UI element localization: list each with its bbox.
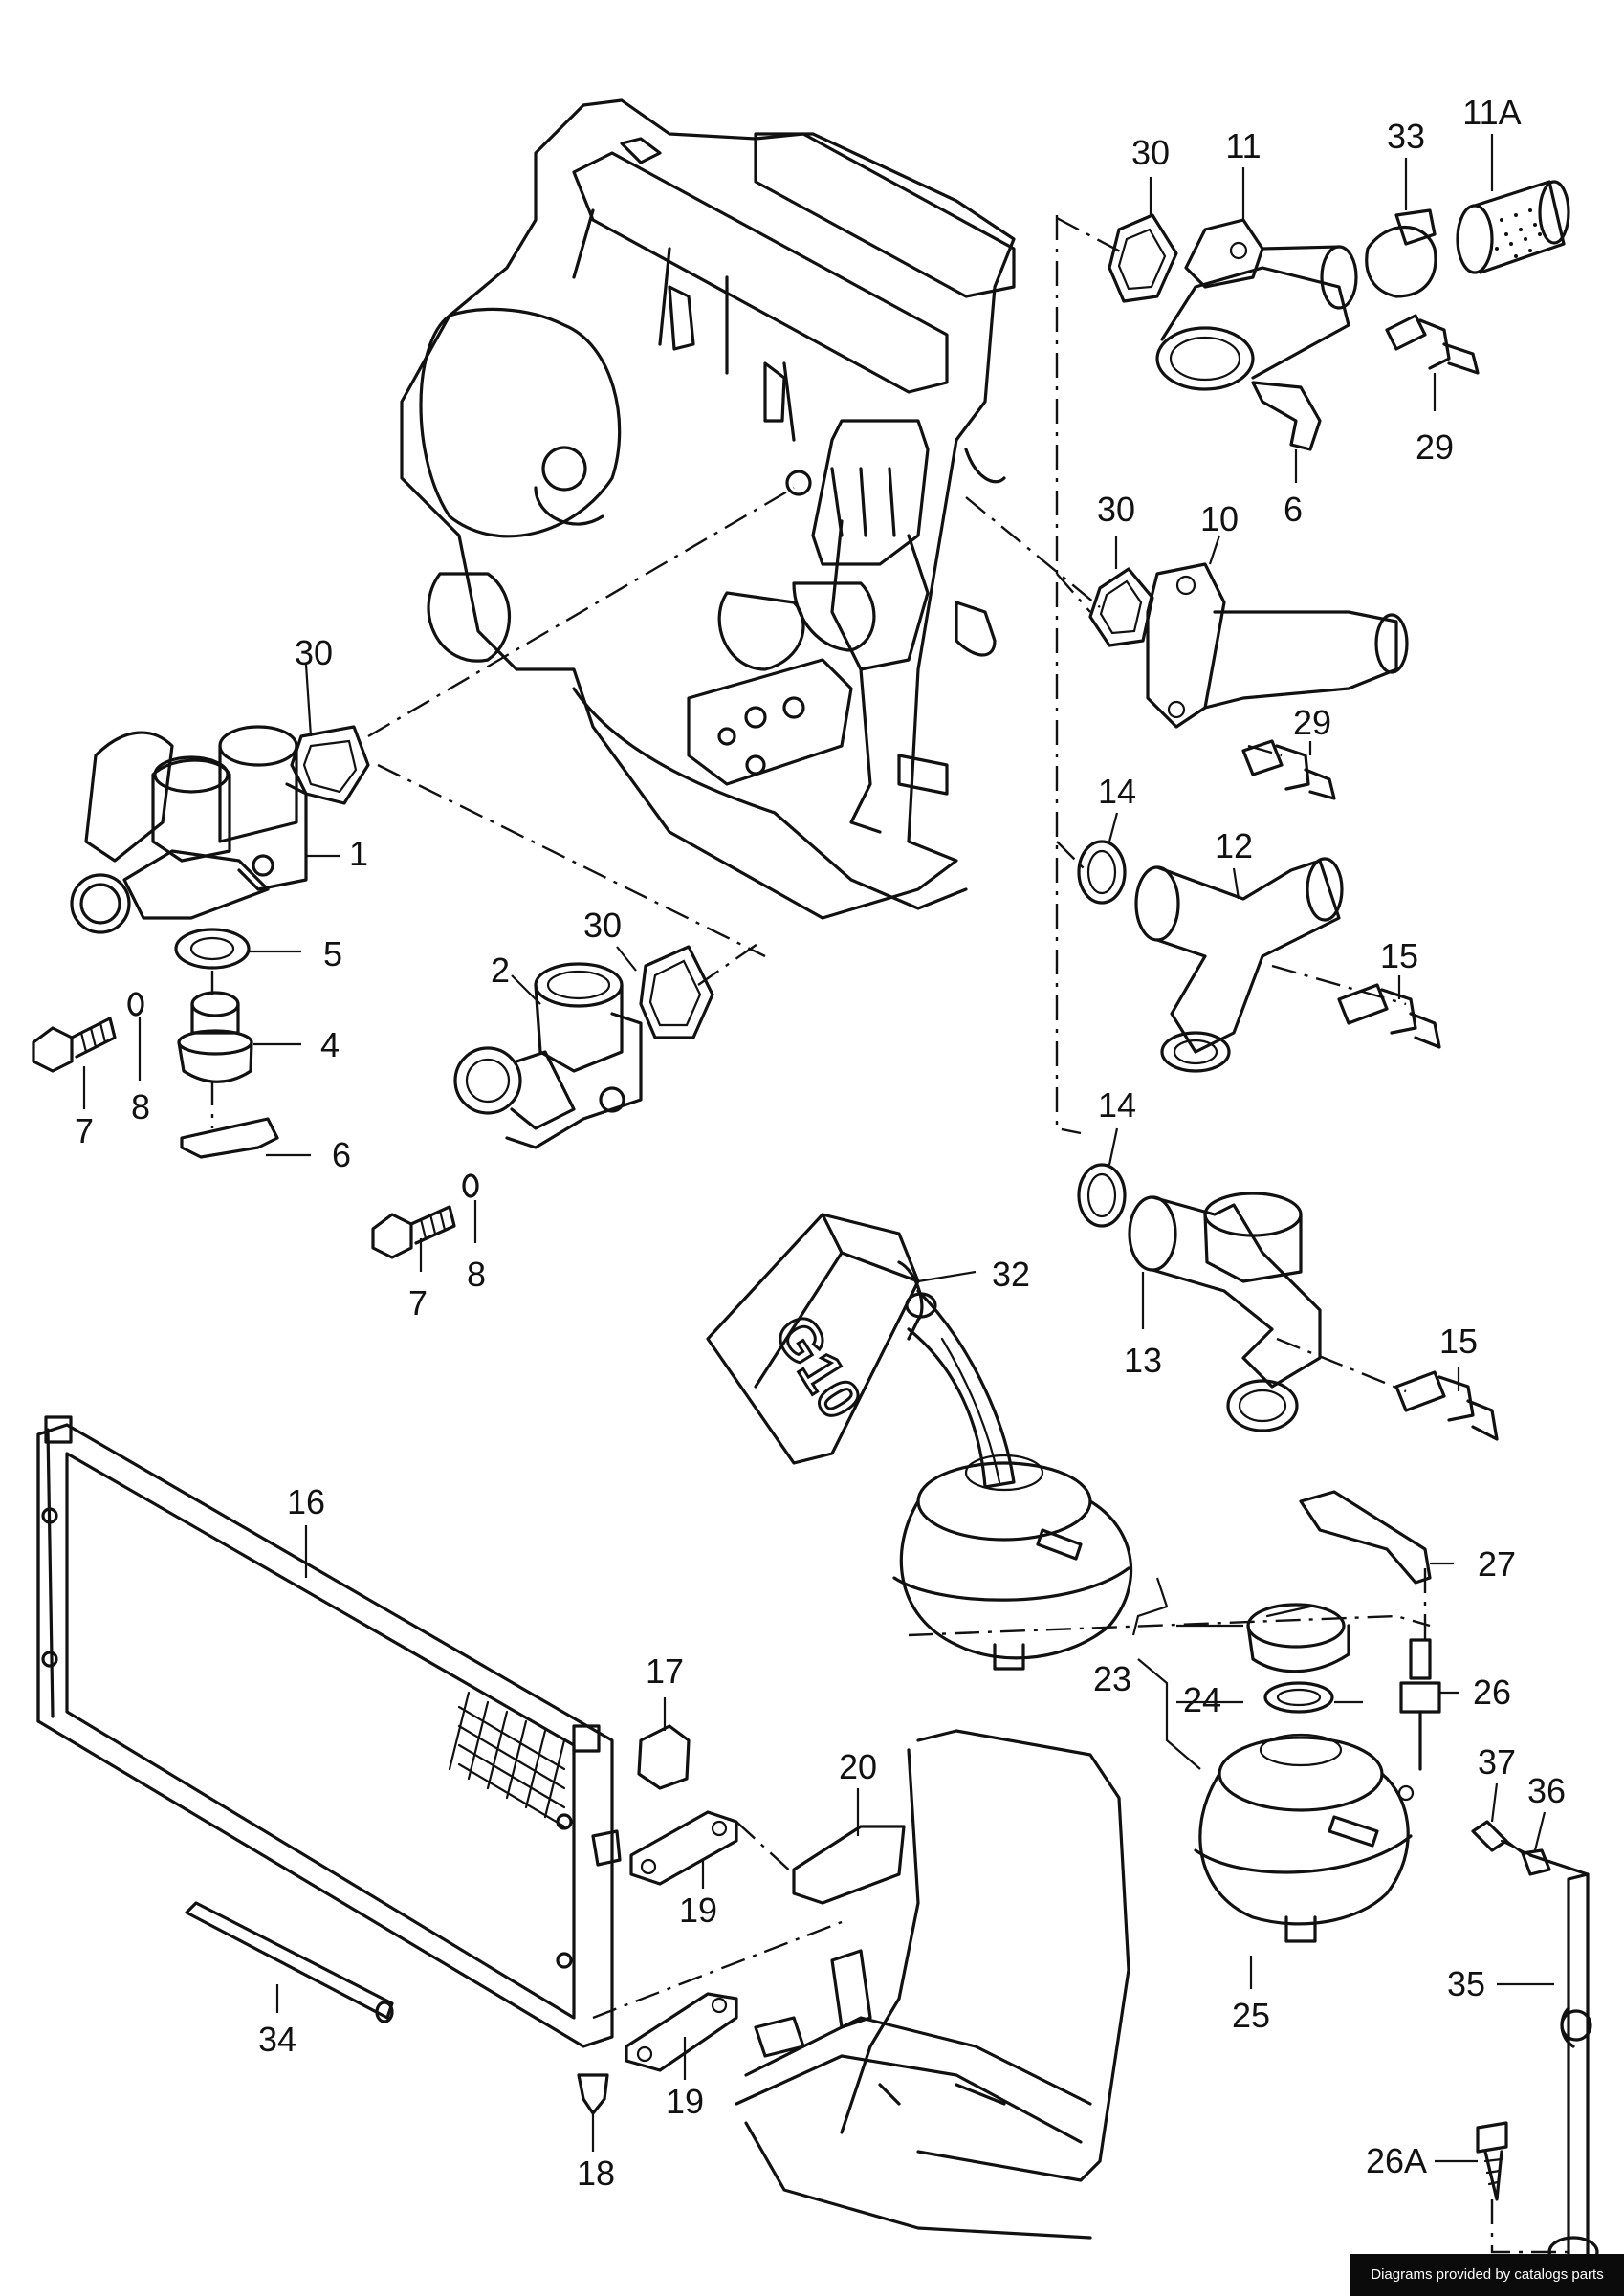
hose-clamp-part-33 <box>1365 208 1437 298</box>
gasket-30d <box>1088 567 1154 647</box>
bolt-part-7b <box>371 1205 456 1259</box>
label-34: 34 <box>258 2020 296 2059</box>
expansion-tank-upper <box>892 1454 1133 1671</box>
label-26A: 26A <box>1366 2141 1427 2180</box>
label-4: 4 <box>320 1025 340 1064</box>
bracket-part-20 <box>792 1825 906 1905</box>
coolant-flange-part-1 <box>70 725 308 934</box>
screw-part-26A <box>1476 2121 1508 2201</box>
label-19: 19 <box>666 2082 704 2121</box>
label-33: 33 <box>1387 117 1425 156</box>
label-29: 29 <box>1416 427 1454 467</box>
label-8: 8 <box>467 1255 486 1294</box>
label-15: 15 <box>1439 1322 1478 1361</box>
grommet-part-18 <box>577 2073 609 2115</box>
label-23: 23 <box>1093 1659 1131 1698</box>
plug-part-26 <box>1399 1638 1441 1771</box>
stud-part-15b <box>1394 1370 1499 1441</box>
label-6: 6 <box>332 1135 351 1174</box>
label-2: 2 <box>491 951 510 990</box>
label-18: 18 <box>577 2154 615 2193</box>
label-27: 27 <box>1478 1544 1516 1584</box>
o-ring-part-8a <box>127 992 144 1017</box>
body-frame <box>735 1729 1130 2240</box>
gasket-part-14b <box>1077 1163 1127 1228</box>
label-11: 11 <box>1225 126 1261 165</box>
coolant-canister-part-32 <box>706 1213 1016 1489</box>
gasket-part-5 <box>174 928 251 970</box>
label-16: 16 <box>287 1482 325 1521</box>
gasket-30c <box>1108 213 1178 303</box>
engine-block <box>400 98 1016 920</box>
sleeve-part-11A <box>1456 180 1570 274</box>
stud-part-29a <box>1385 314 1480 375</box>
label-30: 30 <box>295 633 333 672</box>
label-15: 15 <box>1380 936 1418 975</box>
label-25: 25 <box>1232 1996 1270 2035</box>
label-11A: 11A <box>1462 93 1521 132</box>
gasket-part-14a <box>1077 840 1127 905</box>
label-7: 7 <box>408 1283 428 1323</box>
label-6: 6 <box>1284 490 1303 529</box>
o-ring-part-8b <box>462 1173 479 1198</box>
gasket-part-24 <box>1263 1681 1334 1714</box>
stud-part-15a <box>1337 983 1441 1049</box>
radiator-part-16 <box>36 1415 614 2048</box>
clip-part-6b <box>1251 381 1322 451</box>
label-32: 32 <box>992 1255 1030 1294</box>
label-19: 19 <box>679 1891 717 1930</box>
stud-part-29b <box>1241 739 1336 800</box>
label-10: 10 <box>1200 499 1239 538</box>
label-30: 30 <box>1097 490 1135 529</box>
gasket-30a <box>290 725 370 805</box>
label-36: 36 <box>1527 1771 1566 1810</box>
mount-part-17 <box>637 1724 691 1790</box>
label-20: 20 <box>839 1747 877 1786</box>
label-13: 13 <box>1124 1341 1162 1380</box>
gasket-30b <box>639 945 714 1039</box>
part-labels: 30 1 5 4 6 7 8 2 30 7 8 30 11 33 11A 29 … <box>75 93 1566 2193</box>
coolant-flange-part-10 <box>1146 562 1409 729</box>
guide-lines <box>210 215 1569 2254</box>
label-29: 29 <box>1293 703 1331 742</box>
label-14: 14 <box>1098 1085 1136 1125</box>
credit-banner: Diagrams provided by catalogs parts <box>1350 2254 1624 2296</box>
bracket-part-27 <box>1299 1490 1432 1585</box>
coolant-flange-part-11 <box>1155 218 1358 391</box>
label-30: 30 <box>583 906 622 945</box>
label-37: 37 <box>1478 1742 1516 1782</box>
label-12: 12 <box>1215 826 1253 865</box>
expansion-tank-part-25 <box>1194 1733 1415 1943</box>
label-24: 24 <box>1183 1680 1221 1719</box>
nut-part-36 <box>1521 1848 1551 1876</box>
label-8: 8 <box>131 1087 150 1126</box>
label-14: 14 <box>1098 772 1136 811</box>
label-5: 5 <box>323 934 342 973</box>
label-7: 7 <box>75 1111 94 1150</box>
label-17: 17 <box>646 1651 684 1691</box>
pipe-part-12 <box>1134 857 1344 1073</box>
cap-part-23 <box>1246 1603 1350 1673</box>
label-26: 26 <box>1473 1673 1511 1712</box>
bolt-part-37 <box>1471 1820 1532 1857</box>
bracket-part-35 <box>1528 1853 1599 2283</box>
bracket-part-19b <box>625 1992 738 2072</box>
leader-lines <box>82 134 1554 2163</box>
bracket-part-19a <box>591 1810 738 1886</box>
pipe-part-13 <box>1128 1192 1322 1432</box>
label-30: 30 <box>1131 133 1170 172</box>
bolt-part-7a <box>32 1017 117 1073</box>
canister-g10-label: G10 <box>762 1303 874 1430</box>
clip-part-6a <box>180 1117 279 1159</box>
thermostat-part-4 <box>177 991 253 1083</box>
label-1: 1 <box>349 834 368 873</box>
coolant-flange-part-2 <box>453 962 643 1149</box>
label-35: 35 <box>1447 1964 1485 2003</box>
seal-strip-part-34 <box>185 1901 394 2023</box>
